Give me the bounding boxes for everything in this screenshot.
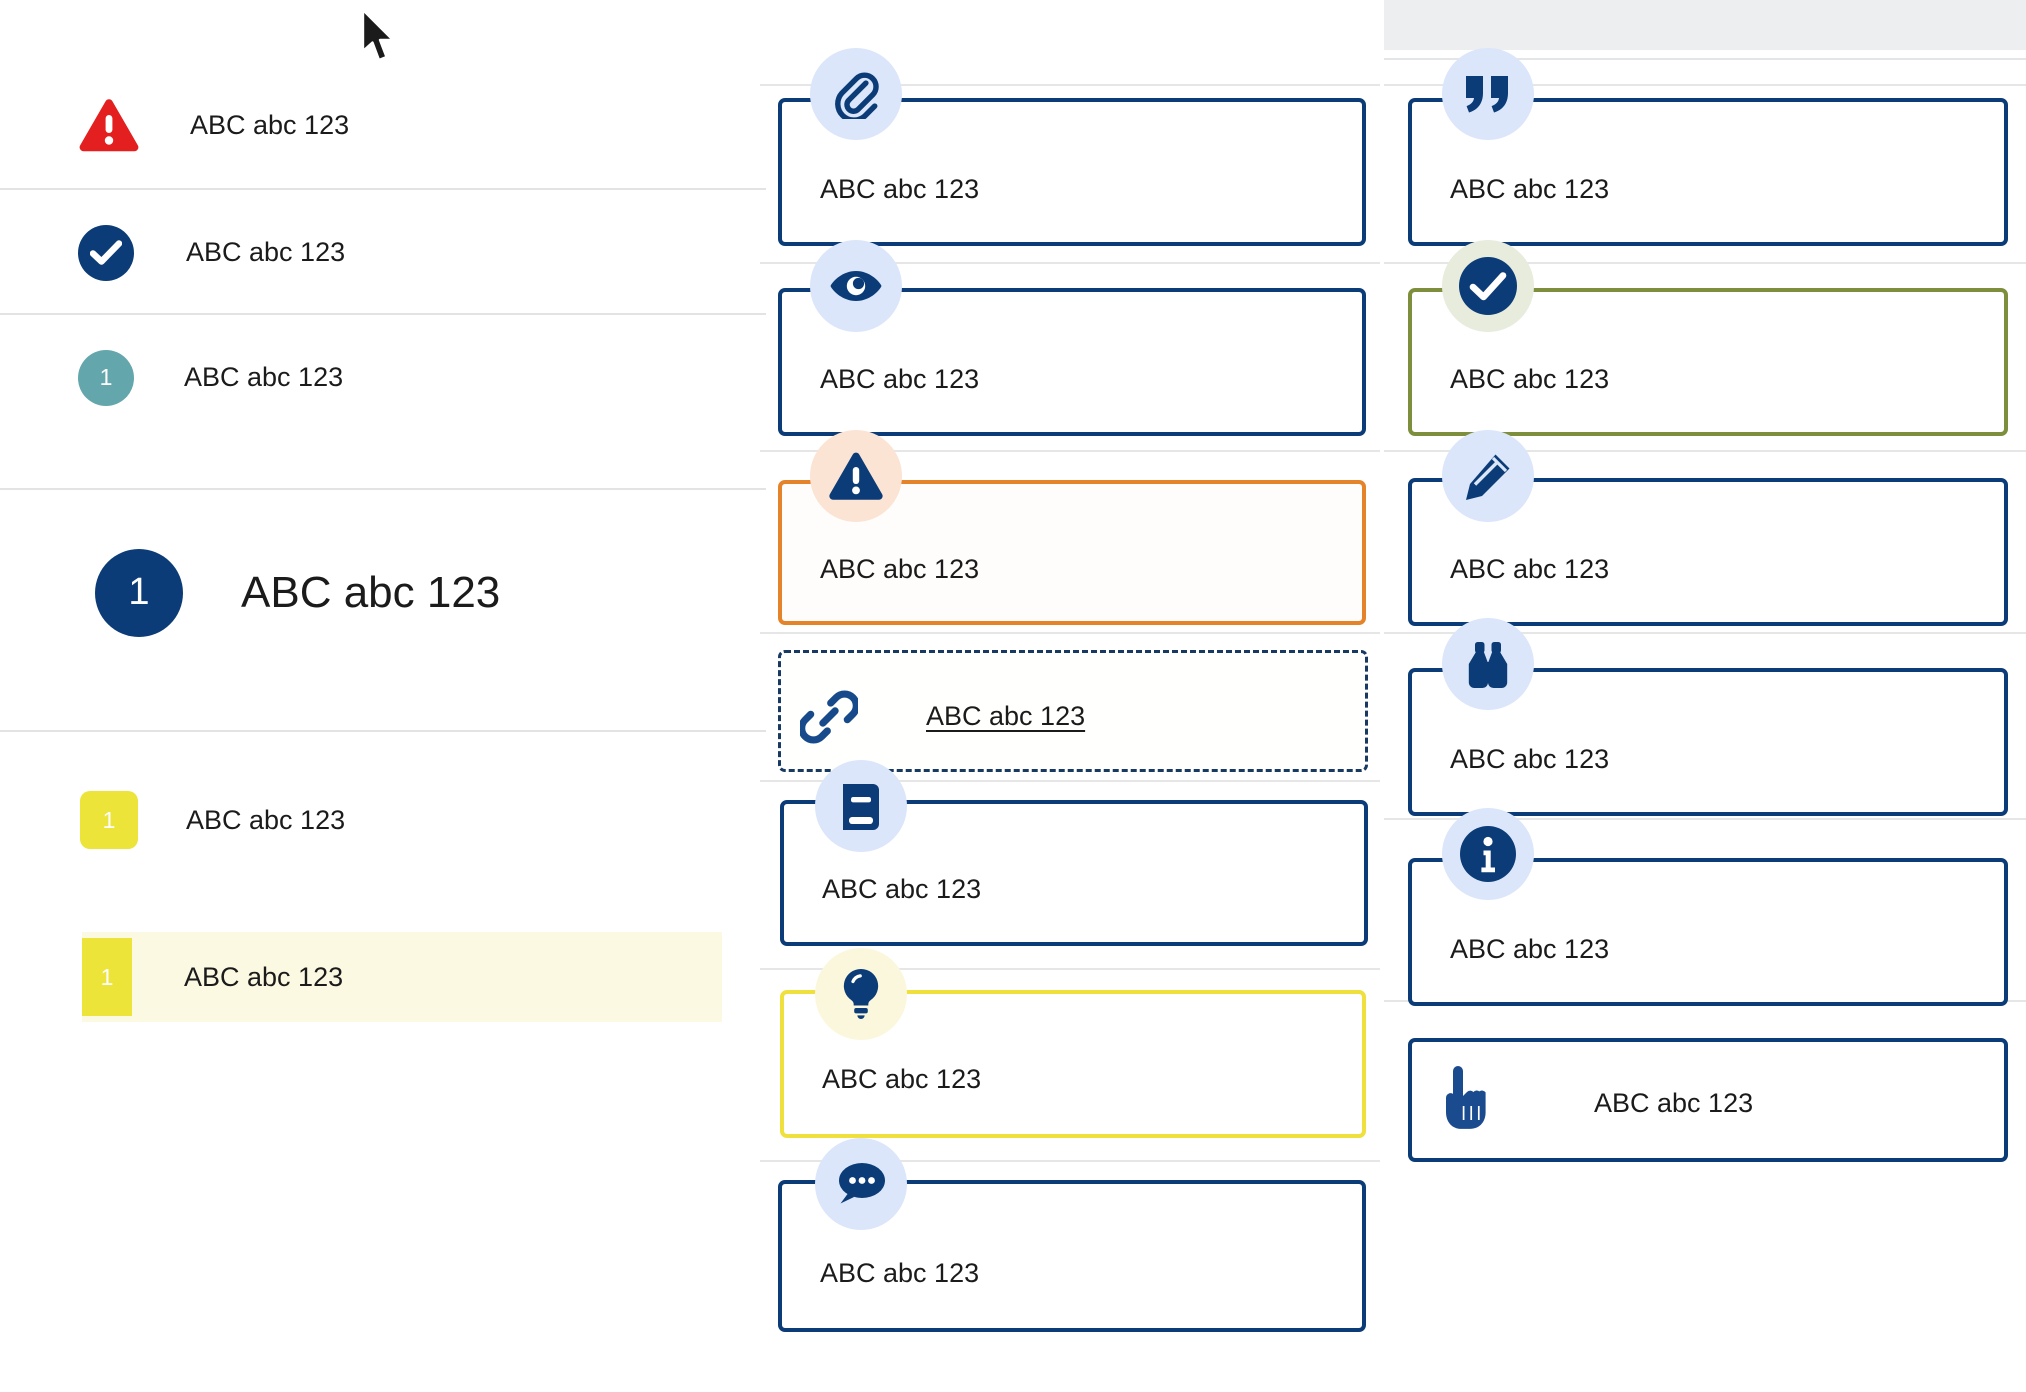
info-circle-icon [1442, 808, 1534, 900]
divider [760, 632, 1380, 634]
card-label: ABC abc 123 [1594, 1088, 1754, 1118]
card-binoculars[interactable]: ABC abc 123 [1408, 668, 2008, 816]
warning-triangle-icon [78, 97, 140, 153]
lightbulb-icon [815, 948, 907, 1040]
number-badge-icon: 1 [78, 349, 134, 406]
badge-value: 1 [100, 963, 114, 990]
card-link[interactable]: ABC abc 123 [778, 650, 1368, 772]
list-item-label: ABC abc 123 [184, 362, 344, 392]
warning-triangle-icon [810, 430, 902, 522]
binoculars-icon [1442, 618, 1534, 710]
divider [1384, 262, 2026, 264]
badge-value: 1 [128, 571, 150, 613]
card-label: ABC abc 123 [1450, 934, 1610, 964]
left-list: ABC abc 123 ABC abc 123 1 ABC abc 123 1 … [0, 0, 766, 1392]
list-item[interactable]: 1 ABC abc 123 [0, 760, 766, 880]
divider [1384, 632, 2026, 634]
list-item-label: ABC abc 123 [241, 567, 501, 617]
divider [760, 968, 1380, 970]
pointing-hand-icon [1438, 1062, 1494, 1132]
list-item-selected[interactable]: 1 ABC abc 123 [82, 932, 722, 1022]
list-item-label: ABC abc 123 [184, 961, 344, 992]
number-badge-icon: 1 [80, 791, 138, 849]
divider [760, 780, 1380, 782]
divider [1384, 450, 2026, 452]
card-label: ABC abc 123 [820, 1258, 980, 1288]
card-pointer[interactable]: ABC abc 123 [1408, 1038, 2008, 1162]
list-item-label: ABC abc 123 [190, 109, 350, 140]
pencil-icon [1442, 430, 1534, 522]
divider [760, 450, 1380, 452]
divider [760, 1160, 1380, 1162]
divider [0, 188, 766, 190]
paperclip-icon [810, 48, 902, 140]
list-item[interactable]: 1 ABC abc 123 [0, 500, 766, 685]
chat-bubble-icon [815, 1138, 907, 1230]
link-chain-icon [800, 688, 858, 746]
list-item[interactable]: ABC abc 123 [0, 60, 766, 190]
list-item-label: ABC abc 123 [186, 804, 346, 835]
card-label: ABC abc 123 [822, 874, 982, 904]
list-item[interactable]: ABC abc 123 [0, 190, 766, 315]
card-label: ABC abc 123 [820, 554, 980, 584]
number-badge-icon: 1 [95, 548, 183, 637]
badge-value: 1 [99, 364, 113, 390]
list-item-label: ABC abc 123 [186, 237, 346, 267]
card-label: ABC abc 123 [822, 1064, 982, 1094]
divider [760, 84, 1380, 86]
mouse-pointer-icon [360, 8, 400, 66]
card-label: ABC abc 123 [1450, 554, 1610, 584]
book-icon [815, 760, 907, 852]
card-label: ABC abc 123 [820, 364, 980, 394]
divider [0, 488, 766, 490]
divider [1384, 84, 2026, 86]
check-circle-icon [1442, 240, 1534, 332]
card-label: ABC abc 123 [1450, 744, 1610, 774]
check-circle-icon [78, 224, 134, 281]
top-gray-panel-underlay [1384, 50, 2026, 58]
card-label: ABC abc 123 [820, 174, 980, 204]
card-label: ABC abc 123 [926, 701, 1086, 731]
divider [760, 262, 1380, 264]
card-label: ABC abc 123 [1450, 364, 1610, 394]
card-label: ABC abc 123 [1450, 174, 1610, 204]
divider [0, 313, 766, 315]
card-warning[interactable]: ABC abc 123 [778, 480, 1366, 625]
divider [0, 730, 766, 732]
divider [1384, 818, 2026, 820]
number-badge-icon: 1 [82, 938, 132, 1016]
quote-icon [1442, 48, 1534, 140]
eye-icon [810, 240, 902, 332]
list-item[interactable]: 1 ABC abc 123 [0, 315, 766, 440]
badge-value: 1 [102, 806, 116, 833]
